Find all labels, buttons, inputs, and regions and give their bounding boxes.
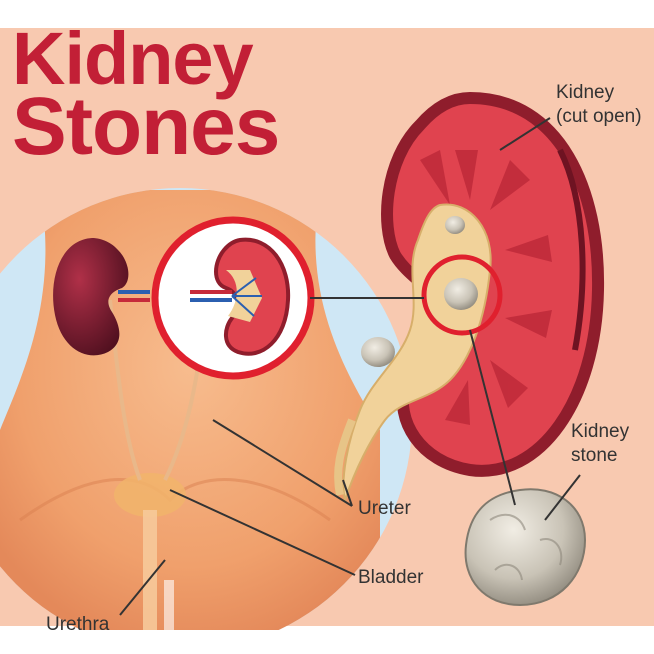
label-kidney-cut-open-line2: (cut open) xyxy=(556,105,642,127)
stone-texture xyxy=(489,513,563,581)
renal-pelvis xyxy=(342,203,492,504)
label-kidney-cut-open: Kidney (cut open) xyxy=(556,81,642,129)
label-bladder: Bladder xyxy=(358,567,424,588)
ureter-tube xyxy=(334,418,356,496)
small-stone-top xyxy=(445,216,465,234)
cut-open-kidney xyxy=(334,91,605,504)
stone-highlight-ring xyxy=(421,254,503,336)
left-kidney-icon xyxy=(53,238,150,356)
top-white-band xyxy=(0,0,654,28)
leader-lines xyxy=(119,117,581,616)
stone-in-kidney xyxy=(444,278,478,310)
title-line-2: Stones xyxy=(12,81,280,172)
label-kidney-stone: Kidney stone xyxy=(571,420,629,468)
bottom-white-band xyxy=(0,626,654,654)
small-stone-left xyxy=(361,337,395,367)
title-line-1: Kidney xyxy=(12,17,254,100)
label-ureter: Ureter xyxy=(358,498,411,519)
label-kidney-stone-line1: Kidney xyxy=(571,421,630,442)
renal-pyramids xyxy=(420,150,552,425)
label-urethra: Urethra xyxy=(46,614,110,635)
label-kidney-stone-line2: stone xyxy=(571,444,618,466)
label-kidney-cut-open-line1: Kidney xyxy=(556,82,615,103)
kidney-stone-large xyxy=(464,488,587,607)
zoom-circle xyxy=(151,216,315,380)
bladder-shape xyxy=(114,473,186,517)
